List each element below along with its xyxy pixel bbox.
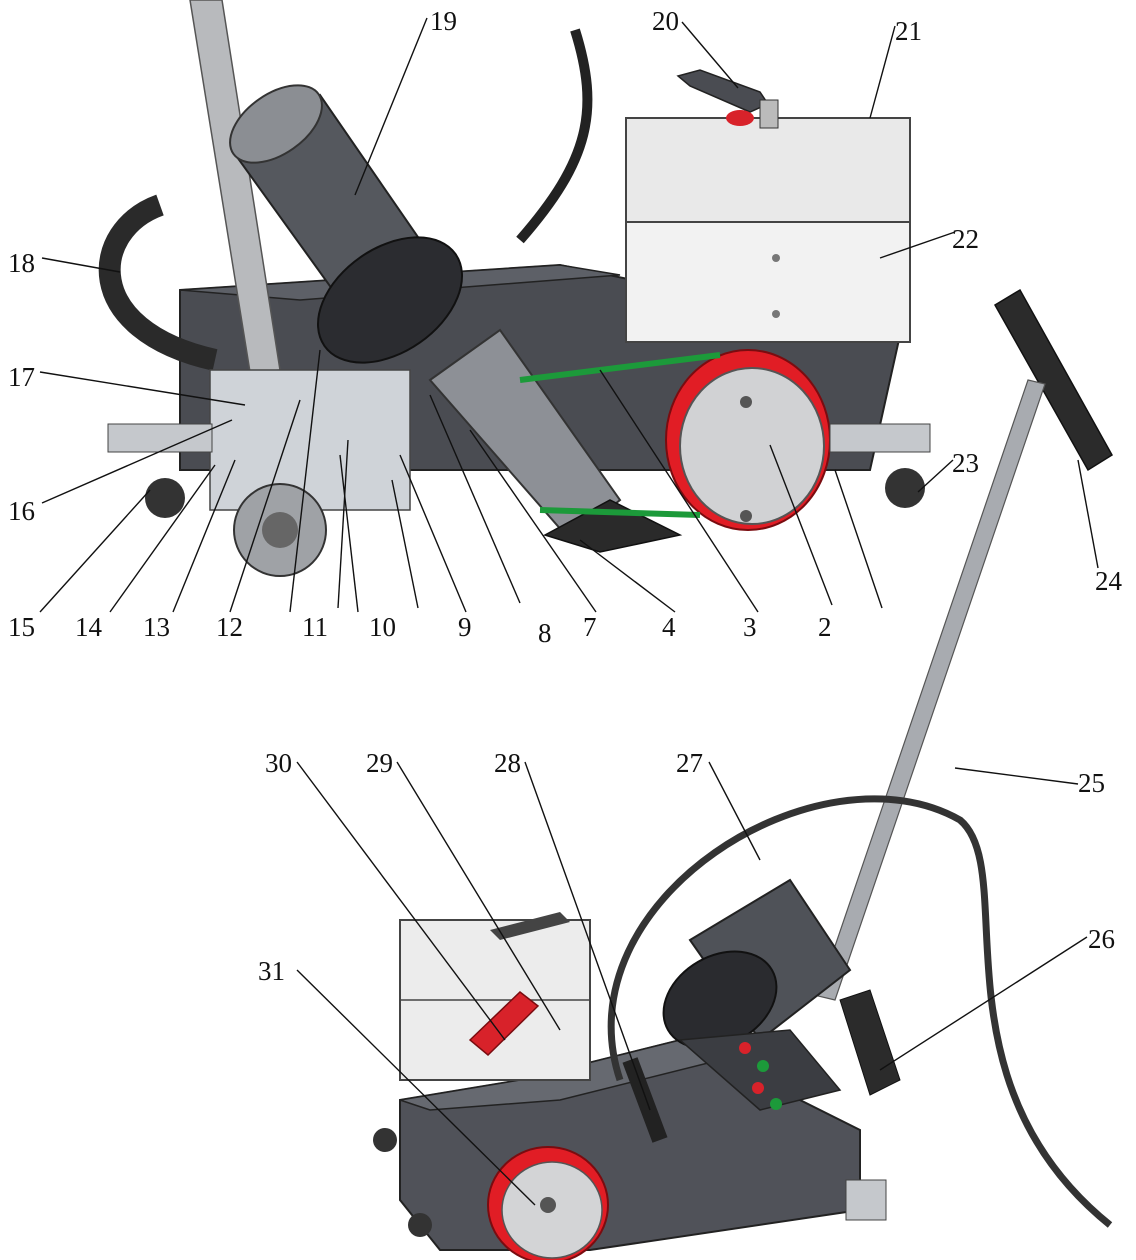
label-13: 13 [143,612,170,642]
bottom-cable [607,795,1113,1228]
label-18: 18 [8,248,35,278]
label-22: 22 [952,224,979,254]
label-21: 21 [895,16,922,46]
label-11: 11 [302,612,328,642]
label-17: 17 [8,362,35,392]
top-nozzle-mesh [428,328,622,542]
machine-bottom-illustration [373,795,1113,1260]
label-14: 14 [75,612,103,642]
label-31: 31 [258,956,285,986]
bottom-red-lever [468,991,540,1057]
top-t-handle-pole [817,379,1046,1001]
label-10: 10 [369,612,396,642]
label-15: 15 [8,612,35,642]
label-24: 24 [1095,566,1123,596]
label-29: 29 [366,748,393,778]
label-23: 23 [952,448,979,478]
label-26: 26 [1088,924,1115,954]
label-19: 19 [430,6,457,36]
label-7: 7 [583,612,597,642]
label-16: 16 [8,496,35,526]
top-control-box-upper [625,117,911,223]
label-30: 30 [265,748,292,778]
label-4: 4 [662,612,676,642]
machine-top-illustration [98,0,1114,1001]
top-t-handle-grip [993,288,1114,472]
label-28: 28 [494,748,521,778]
label-3: 3 [743,612,757,642]
label-20: 20 [652,6,679,36]
top-clamp-lever [676,69,770,113]
label-27: 27 [676,748,703,778]
label-2: 2 [818,612,832,642]
leader-lines [39,17,1099,1206]
top-control-box-lower [625,221,911,343]
label-8: 8 [538,618,552,648]
label-12: 12 [216,612,243,642]
label-25: 25 [1078,768,1105,798]
label-9: 9 [458,612,472,642]
top-power-cable [516,28,593,244]
part-labels: 2 3 4 7 8 9 10 11 12 13 14 15 16 17 18 1… [8,6,1123,986]
